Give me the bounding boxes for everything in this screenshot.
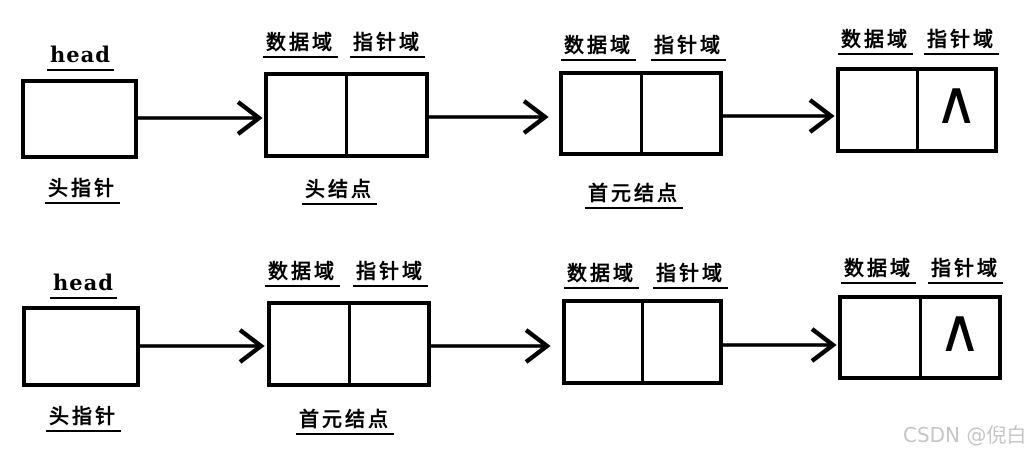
row1-node2-pointer-cell [643, 75, 720, 152]
row2-node3-data-field-label: 数据域 [841, 257, 916, 284]
row2-head-pointer-box [22, 306, 140, 387]
row2-node2-box [562, 299, 723, 385]
row1-node2-box [559, 71, 723, 156]
row1-node2-data-field-label: 数据域 [561, 34, 636, 61]
row2-node1-caption: 首元结点 [296, 408, 394, 435]
row2-node2-pointer-field-label: 指针域 [653, 262, 728, 289]
row2-node3-box: ∧ [838, 295, 1002, 380]
row1-node2-caption: 首元结点 [585, 182, 683, 209]
row1-head-pointer-box [21, 79, 138, 159]
row2-node2-data-cell [566, 303, 644, 381]
row1-node3-data-cell [840, 71, 919, 149]
row1-node1-box [264, 72, 429, 158]
row2-node1-box [267, 301, 431, 387]
row1-node3-box: ∧ [836, 67, 998, 153]
row2-node3-pointer-field-label: 指针域 [928, 257, 1003, 284]
row1-node3-pointer-field-label: 指针域 [924, 28, 999, 55]
row1-node3-pointer-cell: ∧ [919, 71, 995, 149]
row1-node2-pointer-field-label: 指针域 [651, 34, 726, 61]
row1-node3-data-field-label: 数据域 [838, 28, 913, 55]
row1-node1-data-field-label: 数据域 [263, 31, 338, 58]
row1-head-pointer-caption: 头指针 [45, 177, 120, 204]
row2-node2-data-field-label: 数据域 [564, 262, 639, 289]
null-pointer-symbol: ∧ [934, 68, 979, 138]
row1-head-label: head [47, 42, 114, 72]
watermark: CSDN @倪白 [903, 423, 1027, 447]
row2-node2-pointer-cell [644, 303, 719, 381]
row1-node1-pointer-field-label: 指针域 [350, 31, 425, 58]
null-pointer-symbol: ∧ [937, 295, 982, 366]
row2-node1-data-cell [271, 305, 351, 383]
row2-node3-data-cell [842, 299, 922, 376]
row1-node2-data-cell [563, 75, 643, 152]
row2-node1-pointer-field-label: 指针域 [353, 260, 428, 287]
row2-node1-pointer-cell [351, 305, 428, 383]
row1-node1-data-cell [268, 76, 348, 154]
row2-head-pointer-caption: 头指针 [46, 405, 121, 432]
row1-node1-caption: 头结点 [302, 178, 377, 205]
row2-node3-pointer-cell: ∧ [922, 299, 999, 376]
row2-head-label: head [50, 270, 117, 300]
row2-node1-data-field-label: 数据域 [265, 260, 340, 287]
row1-node1-pointer-cell [348, 76, 425, 154]
